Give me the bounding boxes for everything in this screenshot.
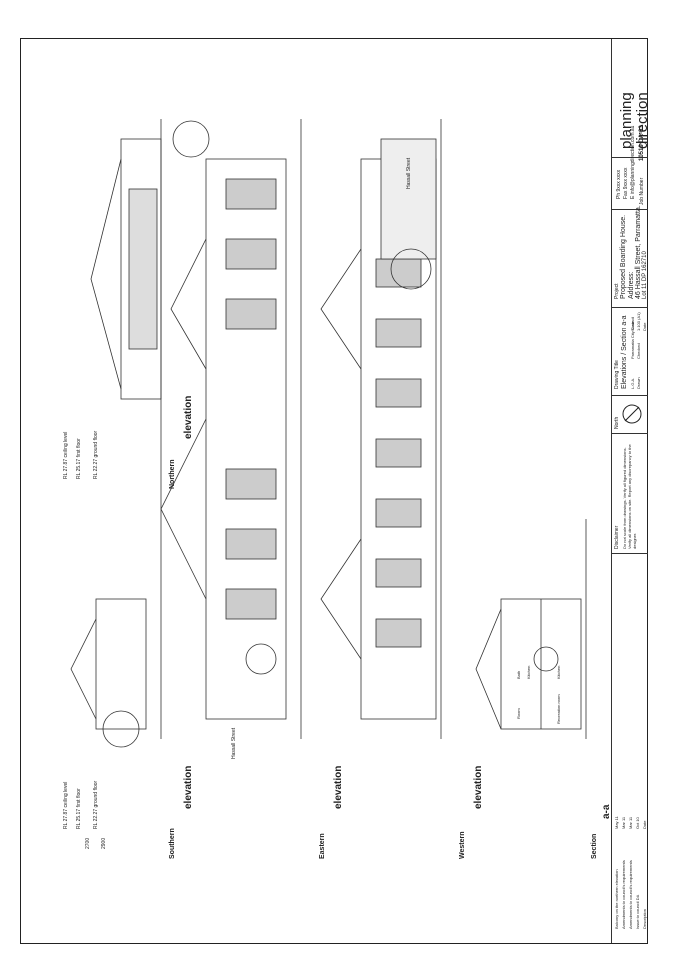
level-ground: RL 22.27 ground floor [93,430,99,479]
section-word: a-a [601,804,612,819]
room-label: Recreation room [556,694,561,724]
dim-upper: 2700 [85,837,91,849]
project-address: 46 Hassall Street, Parramatta. [635,205,642,299]
revision-row: Issue to council DA [635,894,640,929]
job-number: 10519 DA-03 [639,125,645,161]
drawn-label: Drawn [636,377,641,389]
southern-word: elevation [183,765,194,809]
project-title: Proposed Boarding House. [620,214,627,299]
project-lot: Lot 11 DP 162710 [642,251,648,299]
checked-label: Checked [636,343,641,359]
revision-row: Amendments to council's requirements [621,860,626,929]
disclaimer-text: Do not scale from drawings. Verify all f… [622,444,637,549]
revision-row: Amendments to council's requirements [628,860,633,929]
northern-word: elevation [183,395,194,439]
level-ground: RL 22.27 ground floor [93,780,99,829]
revision-date: Mar 11 [628,816,633,829]
eastern-name: Eastern [319,833,326,859]
revision-date: May 11 [614,816,619,829]
scale-label: Scale [630,320,635,331]
street-label: Hassall Street [231,727,237,759]
level-first: RL 25.17 first floor [76,438,82,479]
level-ceiling: RL 27.87 ceiling level [63,781,69,829]
date-label: Date [642,322,647,331]
revision-date: Oct 10 [635,817,640,829]
revision-date-header: Date [642,820,647,829]
lga-label: L.G.A. [630,377,635,389]
revision-header: Description [642,908,647,929]
level-ceiling: RL 27.87 ceiling level [63,431,69,479]
western-word: elevation [473,765,484,809]
western-name: Western [459,831,466,860]
disclaimer-label: Disclaimer [614,525,620,549]
address-label: Address: [628,271,635,299]
contact-line: Ph 9xxx xxxx [616,169,622,199]
revision-date: Mar 11 [621,816,626,829]
contact-line: E info@planningdirection.com.au [630,125,636,199]
elevation-drawings [70,119,587,748]
room-label: Room [516,708,521,719]
revision-row: Balcony on the northern elevation [614,869,619,929]
room-label: Kitchen [526,665,531,679]
contact-line: Fax 9xxx xxxx [623,167,629,199]
job-number-label: Job Number [639,177,645,205]
street-label: Hassall Street [406,157,412,189]
drawing-title: Elevations / Section a-a [621,315,628,389]
room-label: Bath [516,670,521,679]
drawing-title-label: Drawing Title [614,360,620,389]
north-arrow-icon [622,404,642,424]
southern-name: Southern [169,828,176,859]
dim-lower: 2900 [101,837,107,849]
eastern-word: elevation [333,765,344,809]
level-first: RL 25.17 first floor [76,788,82,829]
title-block: planning direction Ph 9xxx xxxx Fax 9xxx… [611,39,651,943]
section-name: Section [591,833,598,859]
drawing-sheet: planning direction Ph 9xxx xxxx Fax 9xxx… [20,38,651,944]
room-label: Kitchen [556,665,561,679]
northern-name: Northern [169,459,176,489]
scale-value: 1:100 (A1) [636,312,641,331]
